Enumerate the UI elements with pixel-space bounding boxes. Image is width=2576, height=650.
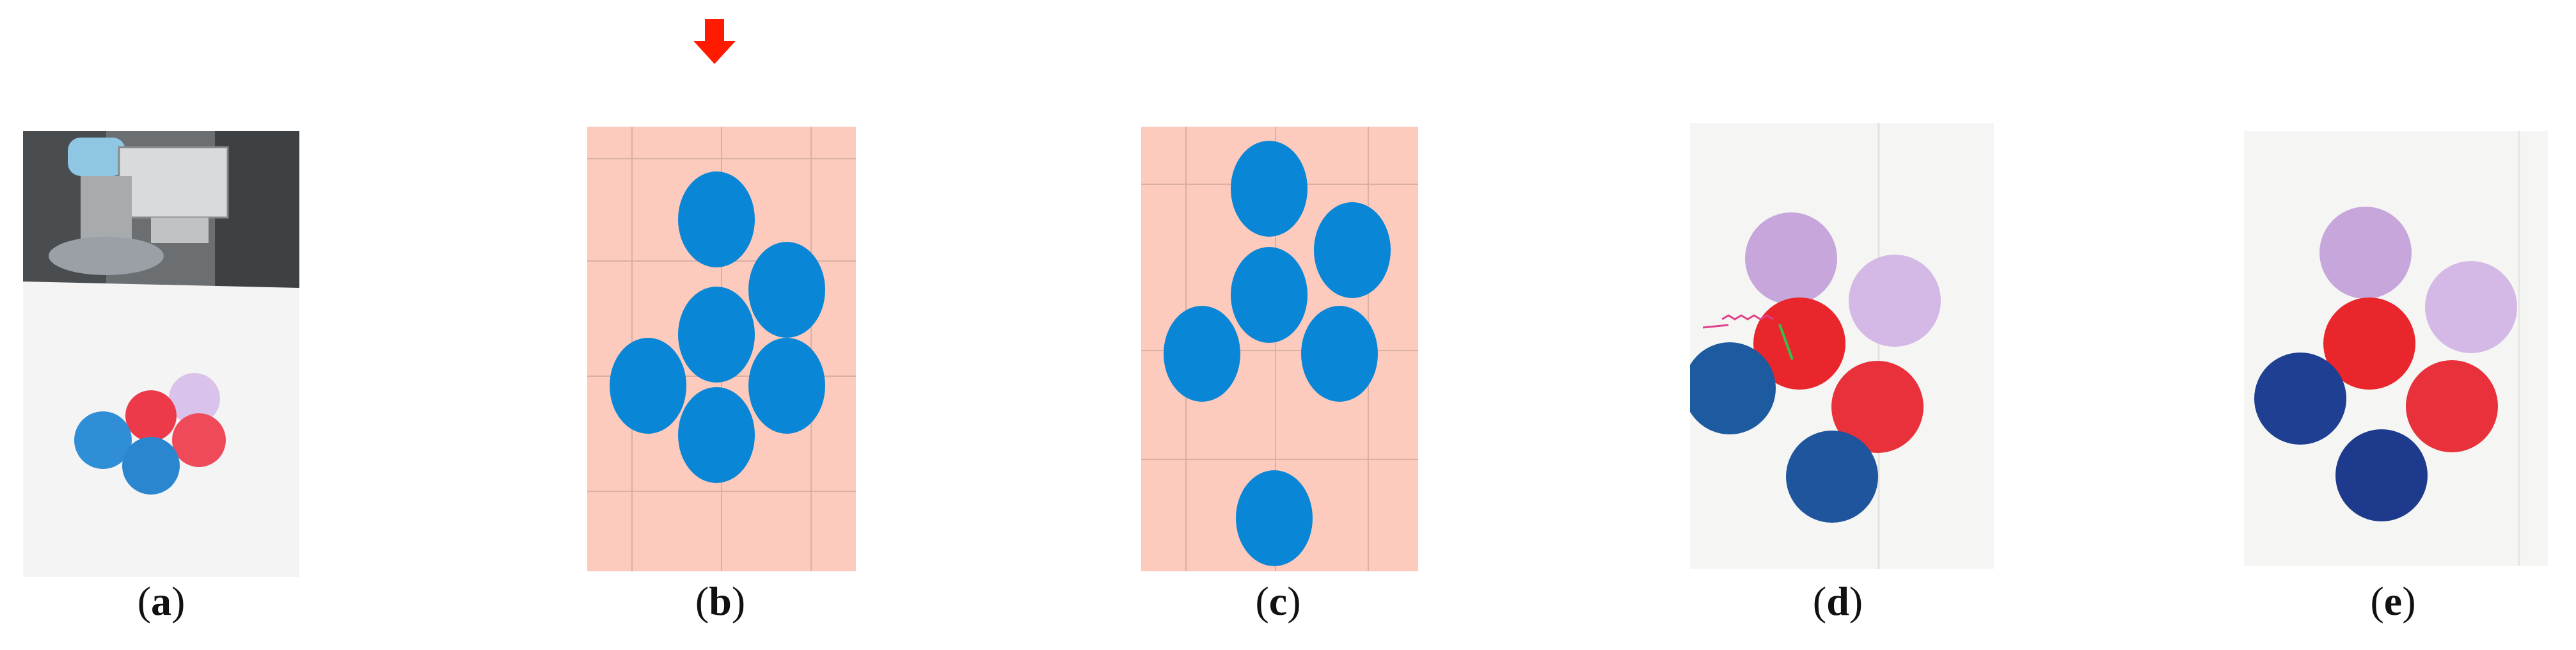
panel-b-simulation [587,127,856,571]
down-arrow-icon [693,19,736,64]
caption-c: (c) [1255,578,1301,624]
caption-d: (d) [1812,578,1863,624]
caption-a: (a) [137,578,186,624]
panel-e-photo [2244,131,2548,566]
panel-c-simulation [1141,127,1418,571]
panel-d-photo [1690,123,1994,569]
caption-e: (e) [2370,578,2416,624]
panel-a-photo [23,131,299,577]
caption-b: (b) [695,578,746,624]
